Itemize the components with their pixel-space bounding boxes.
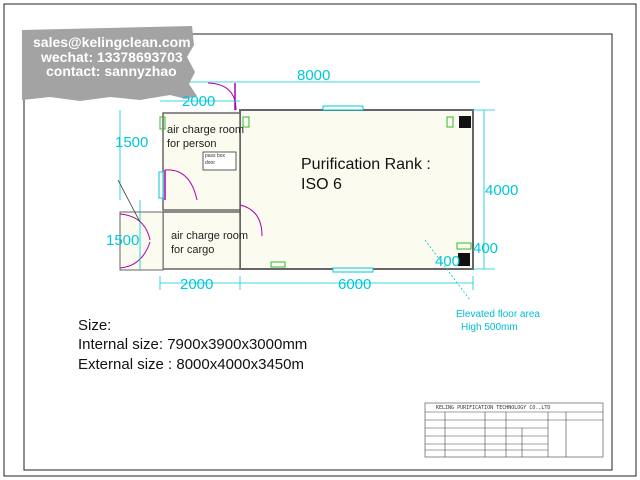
fixture-bottom [270,261,286,268]
door-swing-person [164,169,198,201]
contact-email[interactable]: sales@kelingclean.com [33,34,191,50]
purification-rank-label: Purification Rank : [301,156,431,173]
person-room-label-2: for person [167,138,217,150]
fixture-left [159,116,166,130]
inner-frame [23,33,613,471]
leader-line [117,179,141,223]
floor-note-1: Elevated floor area [456,309,540,320]
dim-top-total: 8000 [297,67,331,84]
pass-box-label-1: pass box [205,153,226,159]
door-swing-top [207,82,237,111]
dim-corner-a: 400 [473,240,499,257]
pass-box-label-2: door [205,160,216,166]
floor-note-2: High 500mm [461,322,518,333]
window-top [322,105,364,111]
outer-frame [3,3,637,477]
corner-column-top-right [459,116,471,128]
corner-column-bottom-right [458,253,470,266]
torn-paper-banner [22,26,197,101]
window-bottom [332,267,374,273]
dim-left-upper: 1500 [115,134,149,151]
fixture-right [456,242,472,250]
fixture-top-right [446,116,454,128]
cargo-entry [119,211,164,271]
dimension-lines [119,81,495,301]
door-swing-inner [239,204,263,237]
title-block-grid [424,402,604,458]
person-room-label-1: air charge room [167,124,245,136]
pass-box [202,151,237,171]
dim-right-height: 4000 [485,182,519,199]
cargo-room-label-2: for cargo [171,244,215,256]
contact-wechat: wechat: 13378693703 [41,49,183,65]
dim-bottom-left: 2000 [180,276,214,293]
door-swing-cargo-2 [119,241,151,269]
dim-bottom-right: 6000 [338,276,372,293]
dim-corner-b: 400 [435,253,461,270]
dim-left-lower: 1500 [106,232,140,249]
window-left [158,171,164,199]
contact-person: contact: sannyzhao [46,63,177,79]
size-title: Size: [78,317,112,334]
fixture-top-left [242,116,250,128]
purification-rank-value: ISO 6 [301,176,342,193]
internal-size: Internal size: 7900x3900x3000mm [78,336,308,353]
purification-room [239,109,474,270]
dim-top-left: 2000 [182,93,216,110]
title-block-company: KELING PURIFICATION TECHNOLOGY CO.,LTD [436,405,551,411]
air-shower-cargo-room [162,211,241,270]
external-size: External size : 8000x4000x3450m [78,356,304,373]
cargo-room-label-1: air charge room [171,230,249,242]
